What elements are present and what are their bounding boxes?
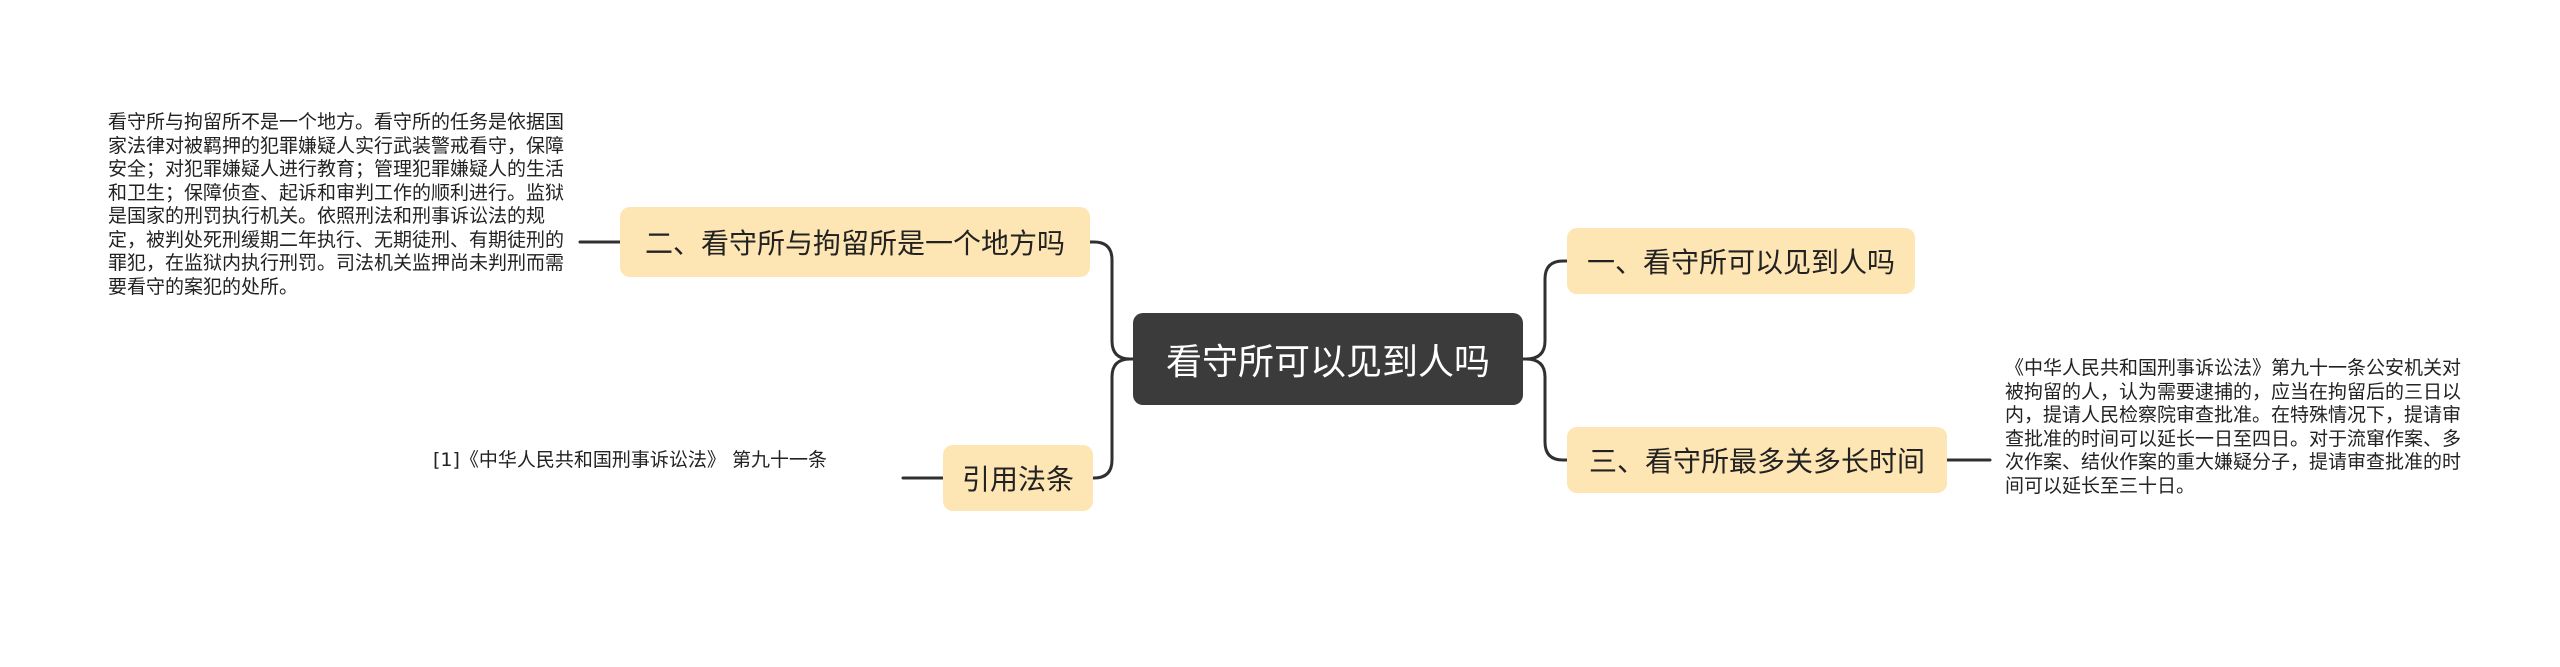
- leaf-text-citation: [1]《中华人民共和国刑事诉讼法》 第九十一条: [433, 449, 827, 471]
- connector-root-to-b2: [1088, 240, 1135, 361]
- branch-topic-visit[interactable]: 一、看守所可以见到人吗: [1567, 228, 1915, 294]
- leaf-text-location: 看守所与拘留所不是一个地方。看守所的任务是依据国家法律对被羁押的犯罪嫌疑人实行武…: [108, 111, 565, 298]
- root-topic[interactable]: 看守所可以见到人吗: [1133, 313, 1523, 405]
- connector-root-to-b3: [1521, 357, 1569, 462]
- branch-topic-duration[interactable]: 三、看守所最多关多长时间: [1567, 427, 1947, 493]
- branch-topic-location[interactable]: 二、看守所与拘留所是一个地方吗: [620, 207, 1090, 277]
- leaf-text-duration: 《中华人民共和国刑事诉讼法》第九十一条公安机关对被拘留的人，认为需要逮捕的，应当…: [2005, 357, 2462, 497]
- branch-topic-citation[interactable]: 引用法条: [943, 445, 1093, 511]
- connector-root-to-ref: [1091, 357, 1135, 480]
- connector-root-to-b1: [1521, 259, 1569, 361]
